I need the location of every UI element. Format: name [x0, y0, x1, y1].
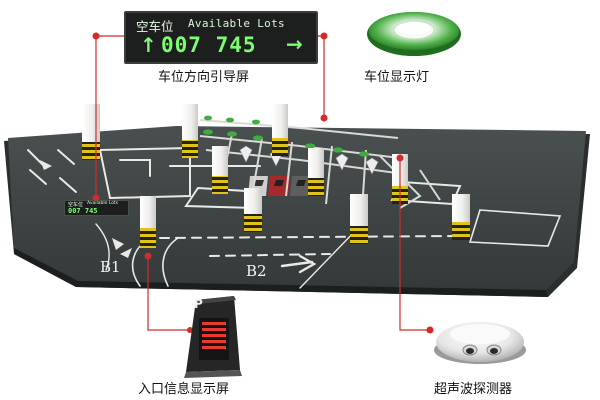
sign-label-en: Available Lots	[188, 17, 285, 30]
entry-board-graphic	[184, 296, 242, 378]
parking-letter: P	[194, 297, 203, 311]
guide-sign-in-scene: 空车位 Available Lots 007 745	[64, 200, 129, 216]
guide-sign-led: 空车位 Available Lots ↑ 007 745 →	[124, 11, 318, 64]
available-count: 007 745	[161, 33, 257, 57]
floor-arrows	[40, 160, 132, 258]
mini-sign-label-en: Available Lots	[87, 201, 119, 206]
caption-ultrasonic-sensor: 超声波探测器	[434, 382, 513, 397]
right-arrow-icon: →	[286, 32, 303, 56]
caption-space-lamp: 车位显示灯	[364, 70, 430, 85]
floor-label-b2: B2	[246, 262, 267, 280]
lamp-product	[367, 12, 461, 56]
mini-sign-count: 007 745	[68, 207, 98, 215]
lane-markings	[27, 146, 562, 289]
mini-sign-label-cn: 空车位	[68, 202, 84, 208]
floor-label-b1: B1	[100, 258, 121, 276]
up-arrow-icon: ↑	[140, 33, 157, 57]
caption-entry-display: 入口信息显示屏	[138, 382, 230, 397]
sign-label-cn: 空车位	[136, 19, 174, 34]
entry-board: P	[190, 296, 234, 372]
caption-guide-sign: 车位方向引导屏	[158, 70, 250, 85]
callout-dots	[92, 32, 434, 334]
sensor-product	[434, 322, 526, 364]
